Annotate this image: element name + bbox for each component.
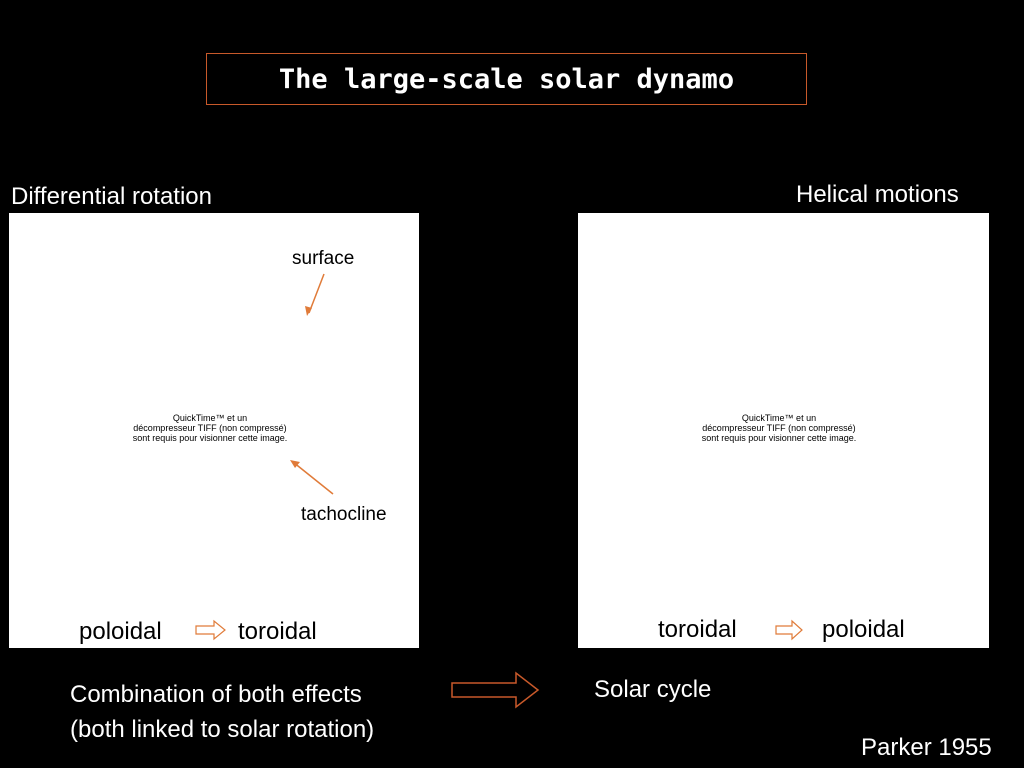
tachocline-annotation: tachocline [301, 504, 387, 525]
left-from-label: poloidal [79, 618, 162, 645]
combination-line-1: Combination of both effects [70, 681, 362, 708]
citation: Parker 1955 [861, 734, 992, 761]
slide-title-box: The large-scale solar dynamo [206, 53, 807, 105]
right-image-placeholder: QuickTime™ et un décompresseur TIFF (non… [679, 413, 879, 443]
right-transform-arrow-icon [775, 619, 803, 641]
left-image-placeholder: QuickTime™ et un décompresseur TIFF (non… [110, 413, 310, 443]
solar-cycle-label: Solar cycle [594, 676, 712, 703]
right-panel: QuickTime™ et un décompresseur TIFF (non… [578, 213, 989, 648]
left-to-label: toroidal [238, 618, 317, 645]
helical-motions-label: Helical motions [796, 181, 959, 208]
slide-title: The large-scale solar dynamo [278, 63, 735, 95]
placeholder-line-1: QuickTime™ et un [741, 413, 817, 423]
placeholder-line-3: sont requis pour visionner cette image. [701, 433, 857, 443]
differential-rotation-label: Differential rotation [11, 183, 212, 210]
left-transform-arrow-icon [195, 619, 226, 641]
surface-arrow-icon [305, 273, 325, 316]
placeholder-line-1: QuickTime™ et un [172, 413, 248, 423]
right-to-label: poloidal [822, 616, 905, 643]
right-from-label: toroidal [658, 616, 737, 643]
left-panel: QuickTime™ et un décompresseur TIFF (non… [9, 213, 419, 648]
placeholder-line-3: sont requis pour visionner cette image. [132, 433, 288, 443]
surface-annotation: surface [292, 248, 355, 269]
combination-line-2: (both linked to solar rotation) [70, 716, 375, 743]
placeholder-line-2: décompresseur TIFF (non compressé) [702, 423, 856, 433]
tachocline-arrow-icon [290, 460, 334, 495]
placeholder-line-2: décompresseur TIFF (non compressé) [133, 423, 287, 433]
result-arrow-icon [451, 671, 540, 709]
